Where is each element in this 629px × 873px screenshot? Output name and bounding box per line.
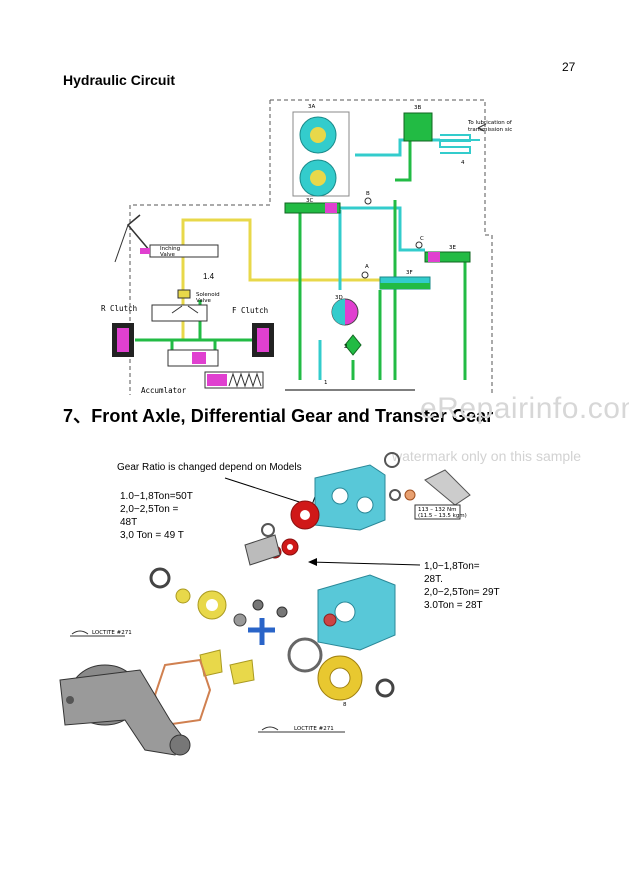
inching-valve-label: Inching: [160, 246, 181, 252]
arrow-line-2: [309, 561, 421, 566]
label-3e: 3E: [449, 245, 456, 251]
cross-pin: [248, 618, 275, 645]
gear-ratio-left-2: 2,0−2,5Ton =: [120, 504, 179, 515]
bearing-right-1: [375, 678, 395, 698]
label-3c: 3C: [306, 198, 314, 204]
green-line-e: [395, 128, 412, 182]
section-title-front-axle: 7、Front Axle, Differential Gear and Tran…: [63, 406, 494, 426]
gear-ratio-right-3: 2,0−2,5Ton= 29T: [424, 587, 500, 598]
label-a: A: [365, 264, 369, 270]
r-clutch: [112, 323, 134, 357]
gauge-a: [361, 271, 369, 279]
yellow-cap-2: [229, 659, 255, 685]
transfer-case-upper: [314, 464, 386, 531]
yellow-ring-1: [175, 588, 191, 604]
yellow-line-a: [181, 218, 380, 282]
part-label-8: 8: [343, 702, 347, 708]
section-title-hydraulic: Hydraulic Circuit: [63, 72, 176, 88]
transfer-case-lower: [317, 574, 396, 651]
valve-3c: [284, 202, 341, 214]
bearing-left-1: [149, 567, 171, 589]
loctite-symbol-1: [71, 630, 89, 635]
torque-label-2: (11.5 – 13.5 kgm): [418, 513, 467, 519]
flange-shaft: [424, 469, 471, 506]
gear-ratio-note: Gear Ratio is changed depend on Models: [117, 462, 302, 473]
loctite-symbol-2: [261, 726, 279, 731]
filter-2: [344, 334, 362, 356]
f-clutch: [252, 323, 274, 357]
torque-label: 113 – 132 Nm: [418, 507, 457, 513]
label-3a: 3A: [308, 104, 316, 110]
label-b: B: [366, 191, 370, 197]
torque-converter-3a: [292, 111, 350, 197]
gear-ratio-left-3: 48T: [120, 517, 138, 528]
r-clutch-label: R Clutch: [101, 304, 138, 313]
lubrication-label: To lubrication of: [468, 120, 512, 126]
label-3f: 3F: [406, 270, 413, 276]
page-number: 27: [562, 60, 576, 74]
cyan-line-b: [340, 206, 425, 252]
gear-ratio-right-2: 28T.: [424, 574, 443, 585]
housing-outline: [129, 99, 493, 395]
ring-gear: [317, 655, 363, 701]
torque-box: [414, 504, 461, 520]
loctite-label-1: LOCTITE #271: [92, 630, 132, 636]
gauge-b: [364, 197, 372, 205]
watermark-sub: watermark only on this sample: [392, 448, 582, 464]
seal-ring-1: [384, 452, 400, 468]
label-3d: 3D: [335, 295, 343, 301]
gear-ratio-right-4: 3.0Ton = 28T: [424, 600, 483, 611]
label-1: 1: [324, 380, 328, 386]
loctite-label-2: LOCTITE #271: [294, 726, 334, 732]
label-4: 4: [461, 160, 465, 166]
inching-valve: [114, 214, 219, 263]
gear-ratio-left-1: 1.0−1,8Ton=50T: [120, 491, 193, 502]
solenoid-label: Solenoid: [196, 292, 220, 298]
gear-ratio-right-1: 1,0−1,8Ton=: [424, 561, 480, 572]
washer-orange: [404, 489, 416, 501]
gauge-c: [415, 241, 423, 249]
valve-3e: [424, 251, 471, 263]
red-bolt: [323, 613, 337, 627]
red-gear: [290, 500, 320, 530]
label-3b: 3B: [414, 105, 422, 111]
label-c: C: [420, 236, 424, 242]
accumulator-label: Accumlator: [141, 386, 187, 395]
solenoid-valve: [151, 289, 208, 322]
lubrication-label-2: transmission sic: [468, 127, 513, 133]
oil-cooler-3b: [403, 112, 433, 142]
label-1-4: 1.4: [203, 272, 215, 281]
bearing-ring-large: [287, 637, 323, 673]
pinion-shaft: [244, 534, 281, 566]
inching-valve-label-2: Valve: [160, 252, 175, 258]
accumulator: [204, 371, 264, 389]
lubrication-coil: [439, 134, 471, 154]
axle-housing: [59, 664, 191, 756]
solenoid-label-2: Valve: [196, 298, 211, 304]
watermark-main: eRepairinfo.com: [420, 392, 629, 425]
gear-ratio-left-4: 3,0 Ton = 49 T: [120, 530, 184, 541]
spider-gear: [233, 613, 247, 627]
f-clutch-label: F Clutch: [232, 306, 269, 315]
label-2: 2: [344, 344, 348, 350]
